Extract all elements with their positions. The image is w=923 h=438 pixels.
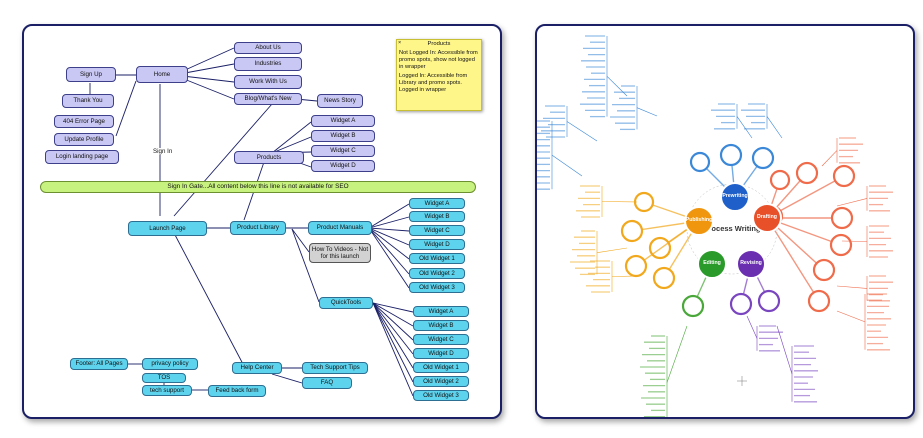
mindmap-twig-connector <box>836 310 866 323</box>
mindmap-satellite-node <box>832 164 856 188</box>
manual-widget-a-node[interactable]: Widget A <box>409 198 465 209</box>
mindmap-satellite-node <box>769 169 791 191</box>
mindmap-twig-connector <box>636 107 658 117</box>
sitemap-panel: Sign Up Thank You Home About Us Industri… <box>22 24 502 419</box>
tool-widget-b-node[interactable]: Widget B <box>413 320 469 331</box>
launch-page-node[interactable]: Launch Page <box>128 221 207 236</box>
mindmap-twig-connector <box>666 325 688 383</box>
tool-widget-a-node[interactable]: Widget A <box>413 306 469 317</box>
sticky-close-icon[interactable]: × <box>398 40 402 46</box>
quick-tools-node[interactable]: QuickTools <box>319 297 373 309</box>
sign-in-label: Sign In <box>152 148 174 155</box>
mindmap-satellite-node <box>681 294 705 318</box>
product-manuals-node[interactable]: Product Manuals <box>308 221 372 235</box>
tool-old-widget-3-node[interactable]: Old Widget 3 <box>413 390 469 401</box>
manual-old-widget-1-node[interactable]: Old Widget 1 <box>409 253 465 264</box>
mindmap-twig-connector <box>596 247 628 253</box>
manual-widget-d-node[interactable]: Widget D <box>409 239 465 250</box>
mindmap-branch <box>766 217 820 302</box>
error-page-node[interactable]: 404 Error Page <box>54 115 114 128</box>
mindmap-satellite-node <box>633 191 655 213</box>
widget-b-top-node[interactable]: Widget B <box>311 130 375 142</box>
manual-old-widget-3-node[interactable]: Old Widget 3 <box>409 282 465 293</box>
mindmap-satellite-node <box>830 206 854 230</box>
mindmap-twig-connector <box>551 154 583 177</box>
drafting-node[interactable]: Drafting <box>752 203 782 233</box>
mindmap-satellite-node <box>751 146 775 170</box>
mindmap-twig-connector <box>601 201 638 203</box>
mindmap-satellite-node <box>795 161 819 185</box>
mindmap-twig-connector <box>836 198 868 207</box>
mindmap-satellite-node <box>807 289 831 313</box>
mindmap-twig-connector <box>821 150 838 167</box>
revising-node[interactable]: Revising <box>736 249 766 279</box>
tool-old-widget-1-node[interactable]: Old Widget 1 <box>413 362 469 373</box>
mindmap-twig-connector <box>566 121 598 142</box>
mindmap-twig-connector <box>836 285 868 289</box>
tos-node[interactable]: TOS <box>142 373 186 383</box>
mindmap-twig-connector <box>736 116 753 139</box>
product-library-node[interactable]: Product Library <box>230 221 286 235</box>
widget-c-top-node[interactable]: Widget C <box>311 145 375 157</box>
mindmap-satellite-node <box>620 219 644 243</box>
how-to-videos-node[interactable]: How To Videos - Not for this launch <box>309 243 371 263</box>
sticky-note-logged-in: Logged In: Accessible from Library and p… <box>399 73 468 94</box>
tool-old-widget-2-node[interactable]: Old Widget 2 <box>413 376 469 387</box>
help-center-node[interactable]: Help Center <box>232 362 282 374</box>
widget-a-top-node[interactable]: Widget A <box>311 115 375 127</box>
tool-widget-c-node[interactable]: Widget C <box>413 334 469 345</box>
mindmap-satellite-node <box>652 266 676 290</box>
sign-in-gate-bar: Sign In Gate...All content below this li… <box>40 181 476 193</box>
privacy-policy-node[interactable]: privacy policy <box>142 358 198 370</box>
home-node[interactable]: Home <box>136 66 188 83</box>
products-sticky-note: × Products Not Logged In: Accessible fro… <box>396 39 482 111</box>
mindmap-satellite-node <box>757 289 781 313</box>
manual-widget-b-node[interactable]: Widget B <box>409 211 465 222</box>
publishing-node[interactable]: Publishing <box>684 206 714 236</box>
feedback-form-node[interactable]: Feed back form <box>208 385 266 397</box>
products-node[interactable]: Products <box>234 151 304 164</box>
mindmap-twig-connector <box>776 325 793 374</box>
mindmap-satellite-node <box>829 233 853 257</box>
mindmap-satellite-node <box>689 151 711 173</box>
tech-support-tips-node[interactable]: Tech Support Tips <box>302 362 368 374</box>
mindmap-satellite-node <box>719 143 743 167</box>
tech-support-node[interactable]: tech support <box>142 385 192 396</box>
update-profile-node[interactable]: Update Profile <box>54 133 114 146</box>
faq-node[interactable]: FAQ <box>302 377 352 389</box>
mindmap-twig-connector <box>841 240 868 242</box>
thank-you-node[interactable]: Thank You <box>62 94 114 108</box>
mindmap-twig-connector <box>746 315 758 339</box>
industries-node[interactable]: Industries <box>234 57 302 71</box>
mindmap-satellite-node <box>812 258 836 282</box>
mindmap-satellite-node <box>729 292 753 316</box>
sign-up-node[interactable]: Sign Up <box>66 67 116 82</box>
mindmap-center-node: Process Writing <box>703 223 761 233</box>
mindmap-panel: Process Writing Prewriting Drafting Revi… <box>535 24 915 419</box>
sticky-title: Products <box>427 41 451 47</box>
work-with-us-node[interactable]: Work With Us <box>234 75 302 89</box>
login-landing-node[interactable]: Login landing page <box>45 150 119 164</box>
prewriting-node[interactable]: Prewriting <box>720 182 750 212</box>
tool-widget-d-node[interactable]: Widget D <box>413 348 469 359</box>
mindmap-twig-connector <box>611 275 638 277</box>
news-story-node[interactable]: News Story <box>317 94 363 108</box>
manual-old-widget-2-node[interactable]: Old Widget 2 <box>409 268 465 279</box>
editing-node[interactable]: Editing <box>697 249 727 279</box>
mindmap-twig-connector <box>766 116 783 139</box>
widget-d-top-node[interactable]: Widget D <box>311 160 375 172</box>
manual-widget-c-node[interactable]: Widget C <box>409 225 465 236</box>
about-us-node[interactable]: About Us <box>234 42 302 54</box>
footer-node[interactable]: Footer: All Pages <box>70 358 128 370</box>
blog-node[interactable]: Blog/What's New <box>234 93 302 105</box>
sticky-note-not-logged-in: Not Logged In: Accessible from promo spo… <box>399 49 478 70</box>
mindmap-satellite-node <box>624 254 648 278</box>
